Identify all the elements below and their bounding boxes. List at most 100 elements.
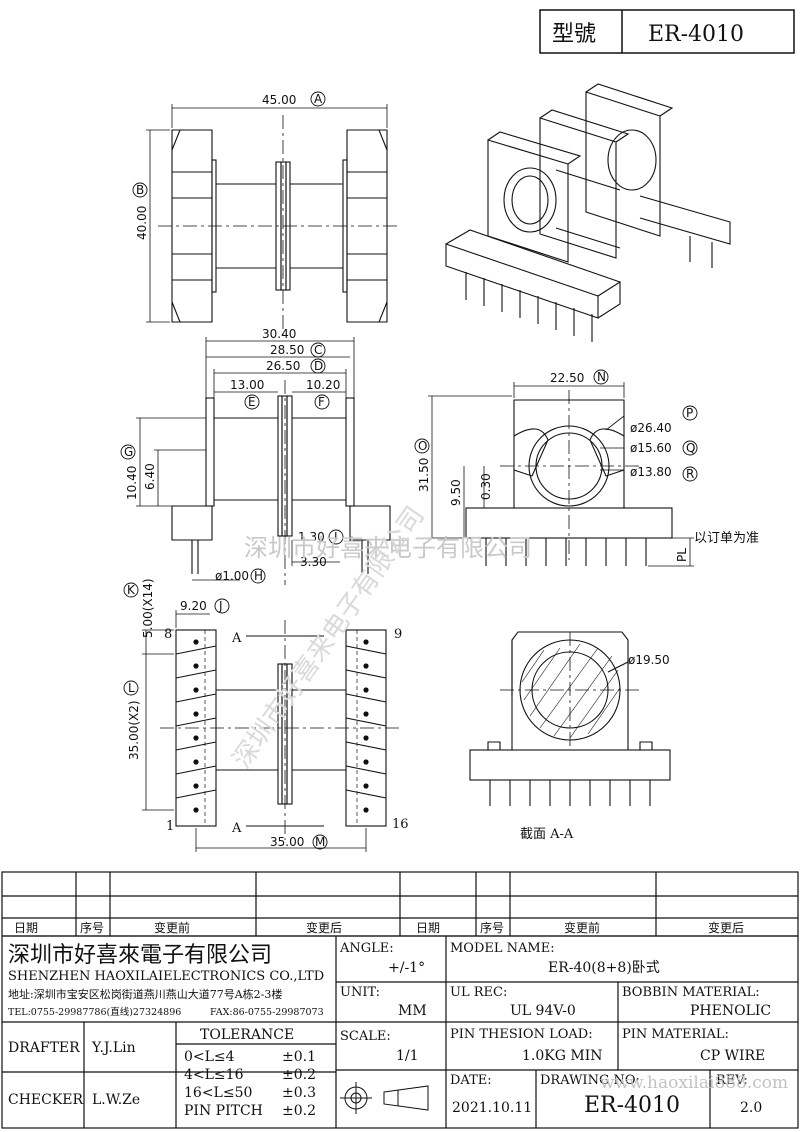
side-view-dimensions xyxy=(428,382,694,567)
drafter-value: Y.J.Lin xyxy=(91,1040,136,1056)
bobbin-material-value: PHENOLIC xyxy=(690,1003,771,1019)
dim-30-40: 30.40 xyxy=(262,327,296,341)
marker-J: J xyxy=(218,599,223,613)
isometric-view xyxy=(445,83,731,342)
top-view-dimensions xyxy=(146,104,388,323)
rev-label: REV: xyxy=(716,1073,748,1088)
section-marker-bottom: A xyxy=(231,821,242,836)
pl-note: 以订单为准 xyxy=(694,531,759,546)
model-title-box: 型號 ER-4010 xyxy=(539,9,795,54)
dim-9-20: 9.20 xyxy=(180,599,207,613)
dim-3-30: 3.30 xyxy=(300,555,327,569)
bottom-view xyxy=(160,620,400,840)
pin-1-label: 1 xyxy=(166,819,174,834)
dim-22-50: 22.50 xyxy=(550,371,584,385)
model-name-label: MODEL NAME: xyxy=(450,941,555,956)
marker-R: R xyxy=(686,467,694,481)
marker-K: K xyxy=(127,583,136,597)
marker-H: H xyxy=(254,569,263,583)
rev-col-seq-2: 序号 xyxy=(480,920,504,935)
date-value: 2021.10.11 xyxy=(452,1100,532,1116)
model-title-value: ER-4010 xyxy=(648,22,744,47)
model-name-value: ER-40(8+8)卧式 xyxy=(548,960,660,976)
unit-label: UNIT: xyxy=(340,985,380,1000)
dim-dia-26-40: ø26.40 xyxy=(630,421,672,435)
pin-9-label: 9 xyxy=(394,627,402,642)
section-caption: 截面 A-A xyxy=(520,827,574,842)
rev-col-before: 变更前 xyxy=(154,920,190,935)
scale-value: 1/1 xyxy=(396,1048,419,1064)
dim-6-40: 6.40 xyxy=(143,463,157,490)
pin-load-label: PIN THESION LOAD: xyxy=(450,1027,593,1042)
dim-dia-19-50: ø19.50 xyxy=(628,653,670,667)
angle-label: ANGLE: xyxy=(339,941,394,956)
pin-load-value: 1.0KG MIN xyxy=(522,1048,602,1064)
dim-5-00-x14: 5.00(X14) xyxy=(141,578,155,638)
ul-rec-label: UL REC: xyxy=(450,985,507,1000)
rev-col-before-2: 变更前 xyxy=(564,920,600,935)
checker-value: L.W.Ze xyxy=(92,1092,140,1108)
dim-31-50: 31.50 xyxy=(417,458,431,492)
unit-value: MM xyxy=(398,1003,427,1019)
dim-45: 45.00 xyxy=(262,93,296,107)
dim-35-00: 35.00 xyxy=(270,835,304,849)
rev-value: 2.0 xyxy=(740,1100,762,1116)
side-view xyxy=(465,390,673,566)
marker-C: C xyxy=(314,343,322,357)
tol-value-3: ±0.3 xyxy=(282,1085,316,1101)
marker-M: M xyxy=(315,835,325,849)
drawing-no-value: ER-4010 xyxy=(584,1093,680,1118)
front-view-dimensions xyxy=(136,337,355,581)
pl-label: PL xyxy=(675,548,689,562)
bobbin-material-label: BOBBIN MATERIAL: xyxy=(622,985,760,1000)
pin-16-label: 16 xyxy=(392,817,409,832)
front-view xyxy=(171,380,391,585)
website-watermark: www.haoxilai888.com xyxy=(600,1073,788,1093)
marker-I: I xyxy=(334,530,338,544)
marker-O: O xyxy=(418,439,427,453)
dim-40: 40.00 xyxy=(135,206,149,240)
company-tel: TEL:0755-29987786(直线)27324896 xyxy=(8,1006,181,1018)
marker-D: D xyxy=(314,359,323,373)
dim-dia-15-60: ø15.60 xyxy=(630,441,672,455)
dim-28-50: 28.50 xyxy=(270,343,304,357)
tol-range-4: PIN PITCH xyxy=(184,1103,263,1119)
marker-G: G xyxy=(124,445,133,459)
dim-1-30: 1.30 xyxy=(298,530,325,544)
tol-range-3: 16<L≤50 xyxy=(184,1085,252,1101)
watermark-text: 深圳市好喜来电子有限公司 xyxy=(244,534,532,562)
rev-col-date: 日期 xyxy=(14,921,38,935)
tol-value-2: ±0.2 xyxy=(282,1067,316,1083)
dim-pin-dia: ø1.00 xyxy=(215,569,249,583)
company-address: 地址:深圳市宝安区松岗街道燕川燕山大道77号A栋2-3楼 xyxy=(8,987,282,1001)
bottom-view-dimensions xyxy=(142,610,367,852)
dim-10-20: 10.20 xyxy=(306,378,340,392)
marker-L: L xyxy=(128,681,135,695)
title-block-grid xyxy=(1,935,799,1129)
scale-label: SCALE: xyxy=(340,1029,391,1044)
marker-Q: Q xyxy=(686,441,695,455)
tolerance-title: TOLERANCE xyxy=(200,1027,294,1043)
tol-range-1: 0<L≤4 xyxy=(184,1049,235,1065)
top-view xyxy=(158,115,400,335)
rev-col-seq: 序号 xyxy=(80,920,104,935)
model-title-label: 型號 xyxy=(552,22,596,47)
marker-A: A xyxy=(314,92,323,106)
dim-26-50: 26.50 xyxy=(266,359,300,373)
drafter-label: DRAFTER xyxy=(8,1040,80,1056)
marker-N: N xyxy=(597,370,606,384)
marker-P: P xyxy=(686,406,693,420)
dim-13: 13.00 xyxy=(230,378,264,392)
angle-value: +/-1° xyxy=(388,960,425,976)
rev-col-after-2: 变更后 xyxy=(708,920,744,935)
dim-10-40: 10.40 xyxy=(125,466,139,500)
checker-label: CHECKER xyxy=(8,1092,84,1108)
projection-symbol xyxy=(340,1082,429,1114)
section-view xyxy=(469,631,671,806)
company-fax: FAX:86-0755-29987073 xyxy=(210,1007,324,1018)
date-label: DATE: xyxy=(450,1073,492,1088)
pin-material-label: PIN MATERIAL: xyxy=(622,1027,729,1042)
dim-0-30: 0.30 xyxy=(479,473,493,500)
marker-F: F xyxy=(318,395,325,409)
